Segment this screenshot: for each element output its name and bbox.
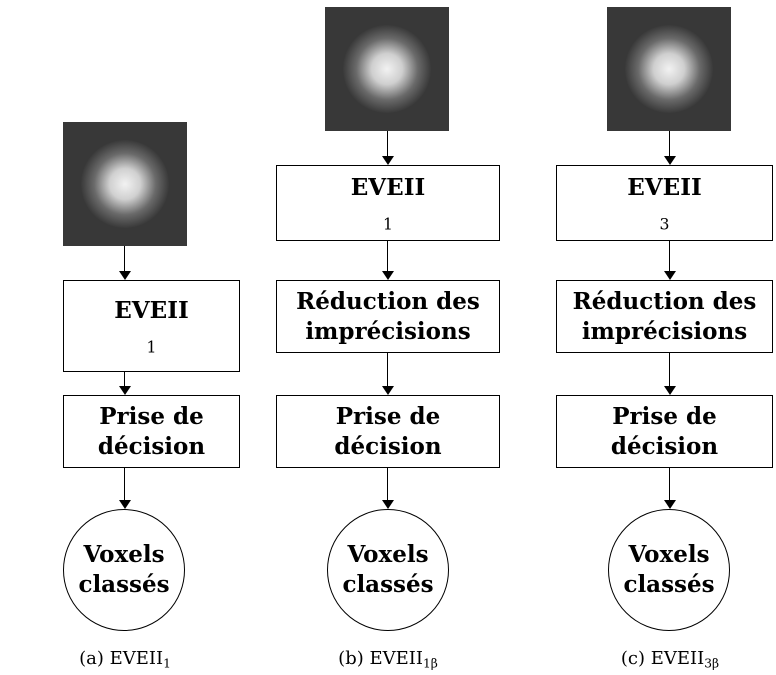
box-a-decision: Prise de décision [63,395,240,468]
voxel-blob-b [325,7,449,131]
box-b-decision: Prise de décision [276,395,500,468]
connector-a-3 [124,468,125,502]
voxel-image-a [63,122,187,246]
connector-a-1 [124,246,125,272]
box-c-reduction: Réduction des imprécisions [556,280,773,353]
arrow-a-2 [119,386,131,395]
connector-b-4 [387,468,388,502]
caption-c: (c) EVEII3β [620,648,720,671]
connector-c-1 [669,131,670,157]
connector-b-1 [387,131,388,157]
arrow-c-1 [664,156,676,165]
arrow-b-3 [382,386,394,395]
connector-a-2 [124,372,125,387]
arrow-a-1 [119,271,131,280]
voxel-image-b [325,7,449,131]
connector-b-3 [387,353,388,387]
arrow-c-3 [664,386,676,395]
caption-b: (b) EVEII1β [338,648,438,671]
result-circle-b: Voxels classés [327,509,449,631]
connector-c-3 [669,353,670,387]
result-circle-a: Voxels classés [63,509,185,631]
arrow-b-1 [382,156,394,165]
voxel-blob-c [607,7,731,131]
caption-a: (a) EVEII1 [79,648,171,671]
arrow-c-4 [664,500,676,509]
voxel-blob-a [63,122,187,246]
arrow-b-4 [382,500,394,509]
box-b-reduction: Réduction des imprécisions [276,280,500,353]
connector-b-2 [387,241,388,272]
connector-c-4 [669,468,670,502]
connector-c-2 [669,241,670,272]
box-c-decision: Prise de décision [556,395,773,468]
arrow-c-2 [664,271,676,280]
arrow-b-2 [382,271,394,280]
arrow-a-3 [119,500,131,509]
result-circle-c: Voxels classés [608,509,730,631]
voxel-image-c [607,7,731,131]
